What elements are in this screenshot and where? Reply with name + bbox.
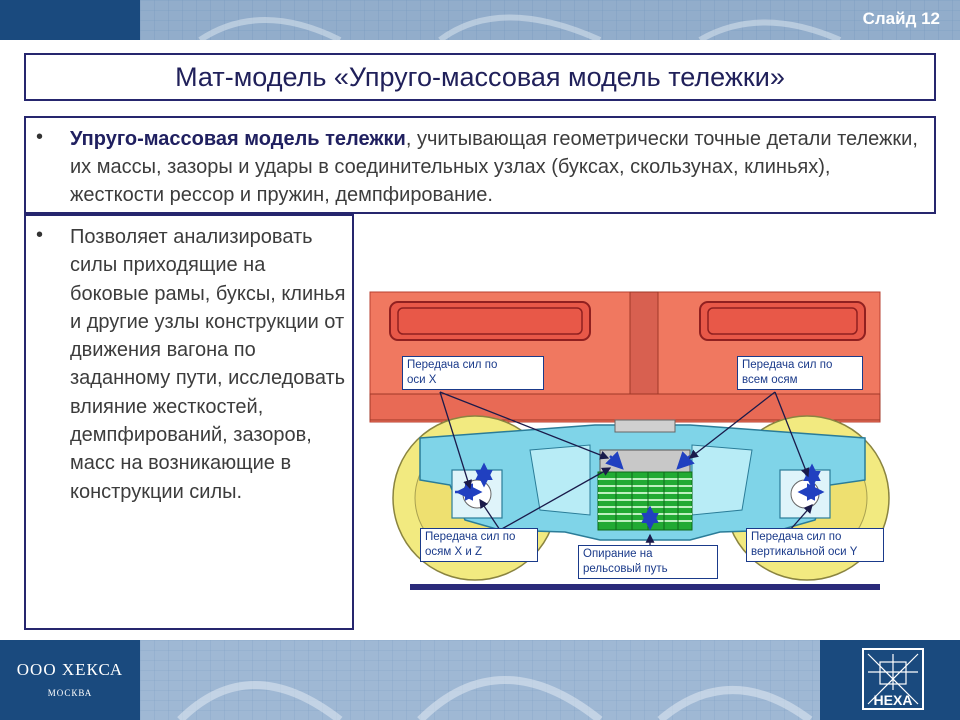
hexa-logo bbox=[862, 648, 924, 710]
label-force-all: Передача сил по всем осям bbox=[737, 356, 863, 390]
description-rest: , учитывающая геометрически точные детал… bbox=[70, 128, 918, 206]
rail bbox=[410, 584, 880, 590]
mesh-pattern bbox=[140, 640, 820, 720]
window-left bbox=[389, 301, 591, 341]
company-city: МОСКВА bbox=[47, 688, 93, 698]
bottom-band bbox=[0, 640, 960, 720]
label-force-xz: Передача сил по осям X и Z bbox=[420, 528, 538, 562]
slide-number: Слайд 12 bbox=[862, 9, 940, 28]
spring-set bbox=[597, 471, 693, 531]
description-text: Упруго-массовая модель тележки, учитываю… bbox=[70, 125, 926, 209]
top-band: Слайд 12 bbox=[0, 0, 960, 40]
title-box: Мат-модель «Упруго-массовая модель тележ… bbox=[24, 53, 936, 101]
bullet-marker: • bbox=[36, 126, 44, 148]
logo-icon bbox=[867, 653, 919, 705]
company-name: ООО ХЕКСА bbox=[16, 660, 124, 679]
benefits-text: Позволяет анализировать силы приходящие … bbox=[70, 226, 346, 503]
description-box: • Упруго-массовая модель тележки, учитыв… bbox=[24, 116, 936, 214]
window-right bbox=[699, 301, 866, 341]
bogie-diagram: Передача сил по оси X Передача сил по вс… bbox=[360, 280, 900, 600]
logo-text: HEXA bbox=[873, 692, 913, 708]
bullet-marker: • bbox=[36, 224, 44, 246]
label-force-x: Передача сил по оси X bbox=[402, 356, 544, 390]
label-force-y: Передача сил по вертикальной оси Y bbox=[746, 528, 884, 562]
benefits-box: • Позволяет анализировать силы приходящи… bbox=[24, 214, 354, 630]
page-title: Мат-модель «Упруго-массовая модель тележ… bbox=[175, 61, 785, 92]
label-rail-support: Опирание на рельсовый путь bbox=[578, 545, 718, 579]
mesh-pattern bbox=[140, 0, 960, 40]
description-bold: Упруго-массовая модель тележки bbox=[70, 128, 406, 150]
